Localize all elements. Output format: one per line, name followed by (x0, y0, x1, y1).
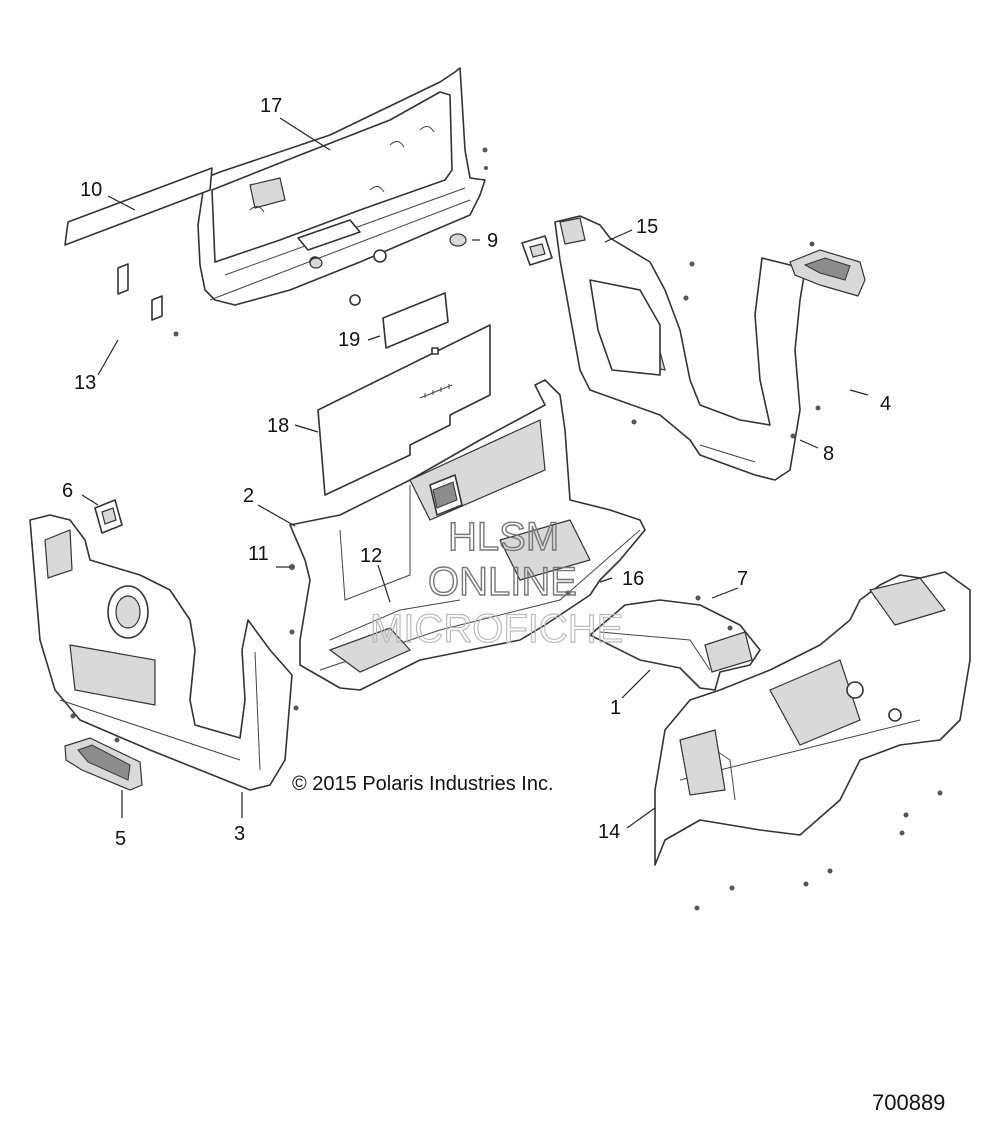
callout-1: 1 (610, 697, 621, 719)
callout-6: 6 (62, 480, 73, 502)
part-2-floor[interactable] (289, 379, 646, 691)
part-5-step[interactable] (64, 737, 143, 791)
part-18-insulation[interactable] (317, 324, 491, 496)
fasteners (70, 147, 943, 911)
leader-lines (81, 117, 869, 829)
callout-12: 12 (360, 545, 382, 567)
callout-15: 15 (636, 216, 658, 238)
callout-8: 8 (823, 443, 834, 465)
part-1-heat-shield[interactable] (589, 599, 761, 691)
part-9-grommet[interactable] (309, 233, 467, 269)
callout-7: 7 (737, 568, 748, 590)
part-19-decal[interactable] (382, 292, 449, 349)
part-17-rear-panel[interactable] (197, 67, 486, 306)
callout-9: 9 (487, 230, 498, 252)
part-10-decal[interactable] (64, 167, 213, 246)
watermark: HLSM ONLINE MICROFICHE (369, 514, 624, 651)
part-14-cargo-liner[interactable] (654, 571, 971, 866)
callout-4: 4 (880, 393, 891, 415)
svg-text:ONLINE: ONLINE (428, 560, 577, 604)
callout-5: 5 (115, 828, 126, 850)
part-15-right-side-panel[interactable] (554, 215, 806, 481)
callout-13: 13 (74, 372, 96, 394)
callout-18: 18 (267, 415, 289, 437)
callout-19: 19 (338, 329, 360, 351)
part-3-left-side-panel[interactable] (29, 514, 293, 791)
callout-14: 14 (598, 821, 620, 843)
callout-16: 16 (622, 568, 644, 590)
callout-2: 2 (243, 485, 254, 507)
callout-17: 17 (260, 95, 282, 117)
callout-10: 10 (80, 179, 102, 201)
svg-text:MICROFICHE: MICROFICHE (370, 607, 623, 651)
document-number: 700889 (872, 1090, 945, 1115)
part-13-label[interactable] (117, 263, 129, 295)
callouts: 17 10 9 15 19 13 4 18 8 6 2 11 12 16 7 1… (62, 95, 891, 850)
callout-11: 11 (248, 543, 269, 565)
callout-3: 3 (234, 823, 245, 845)
copyright-notice: © 2015 Polaris Industries Inc. (292, 773, 554, 795)
part-4-step[interactable] (789, 249, 866, 297)
svg-text:HLSM: HLSM (448, 515, 559, 559)
